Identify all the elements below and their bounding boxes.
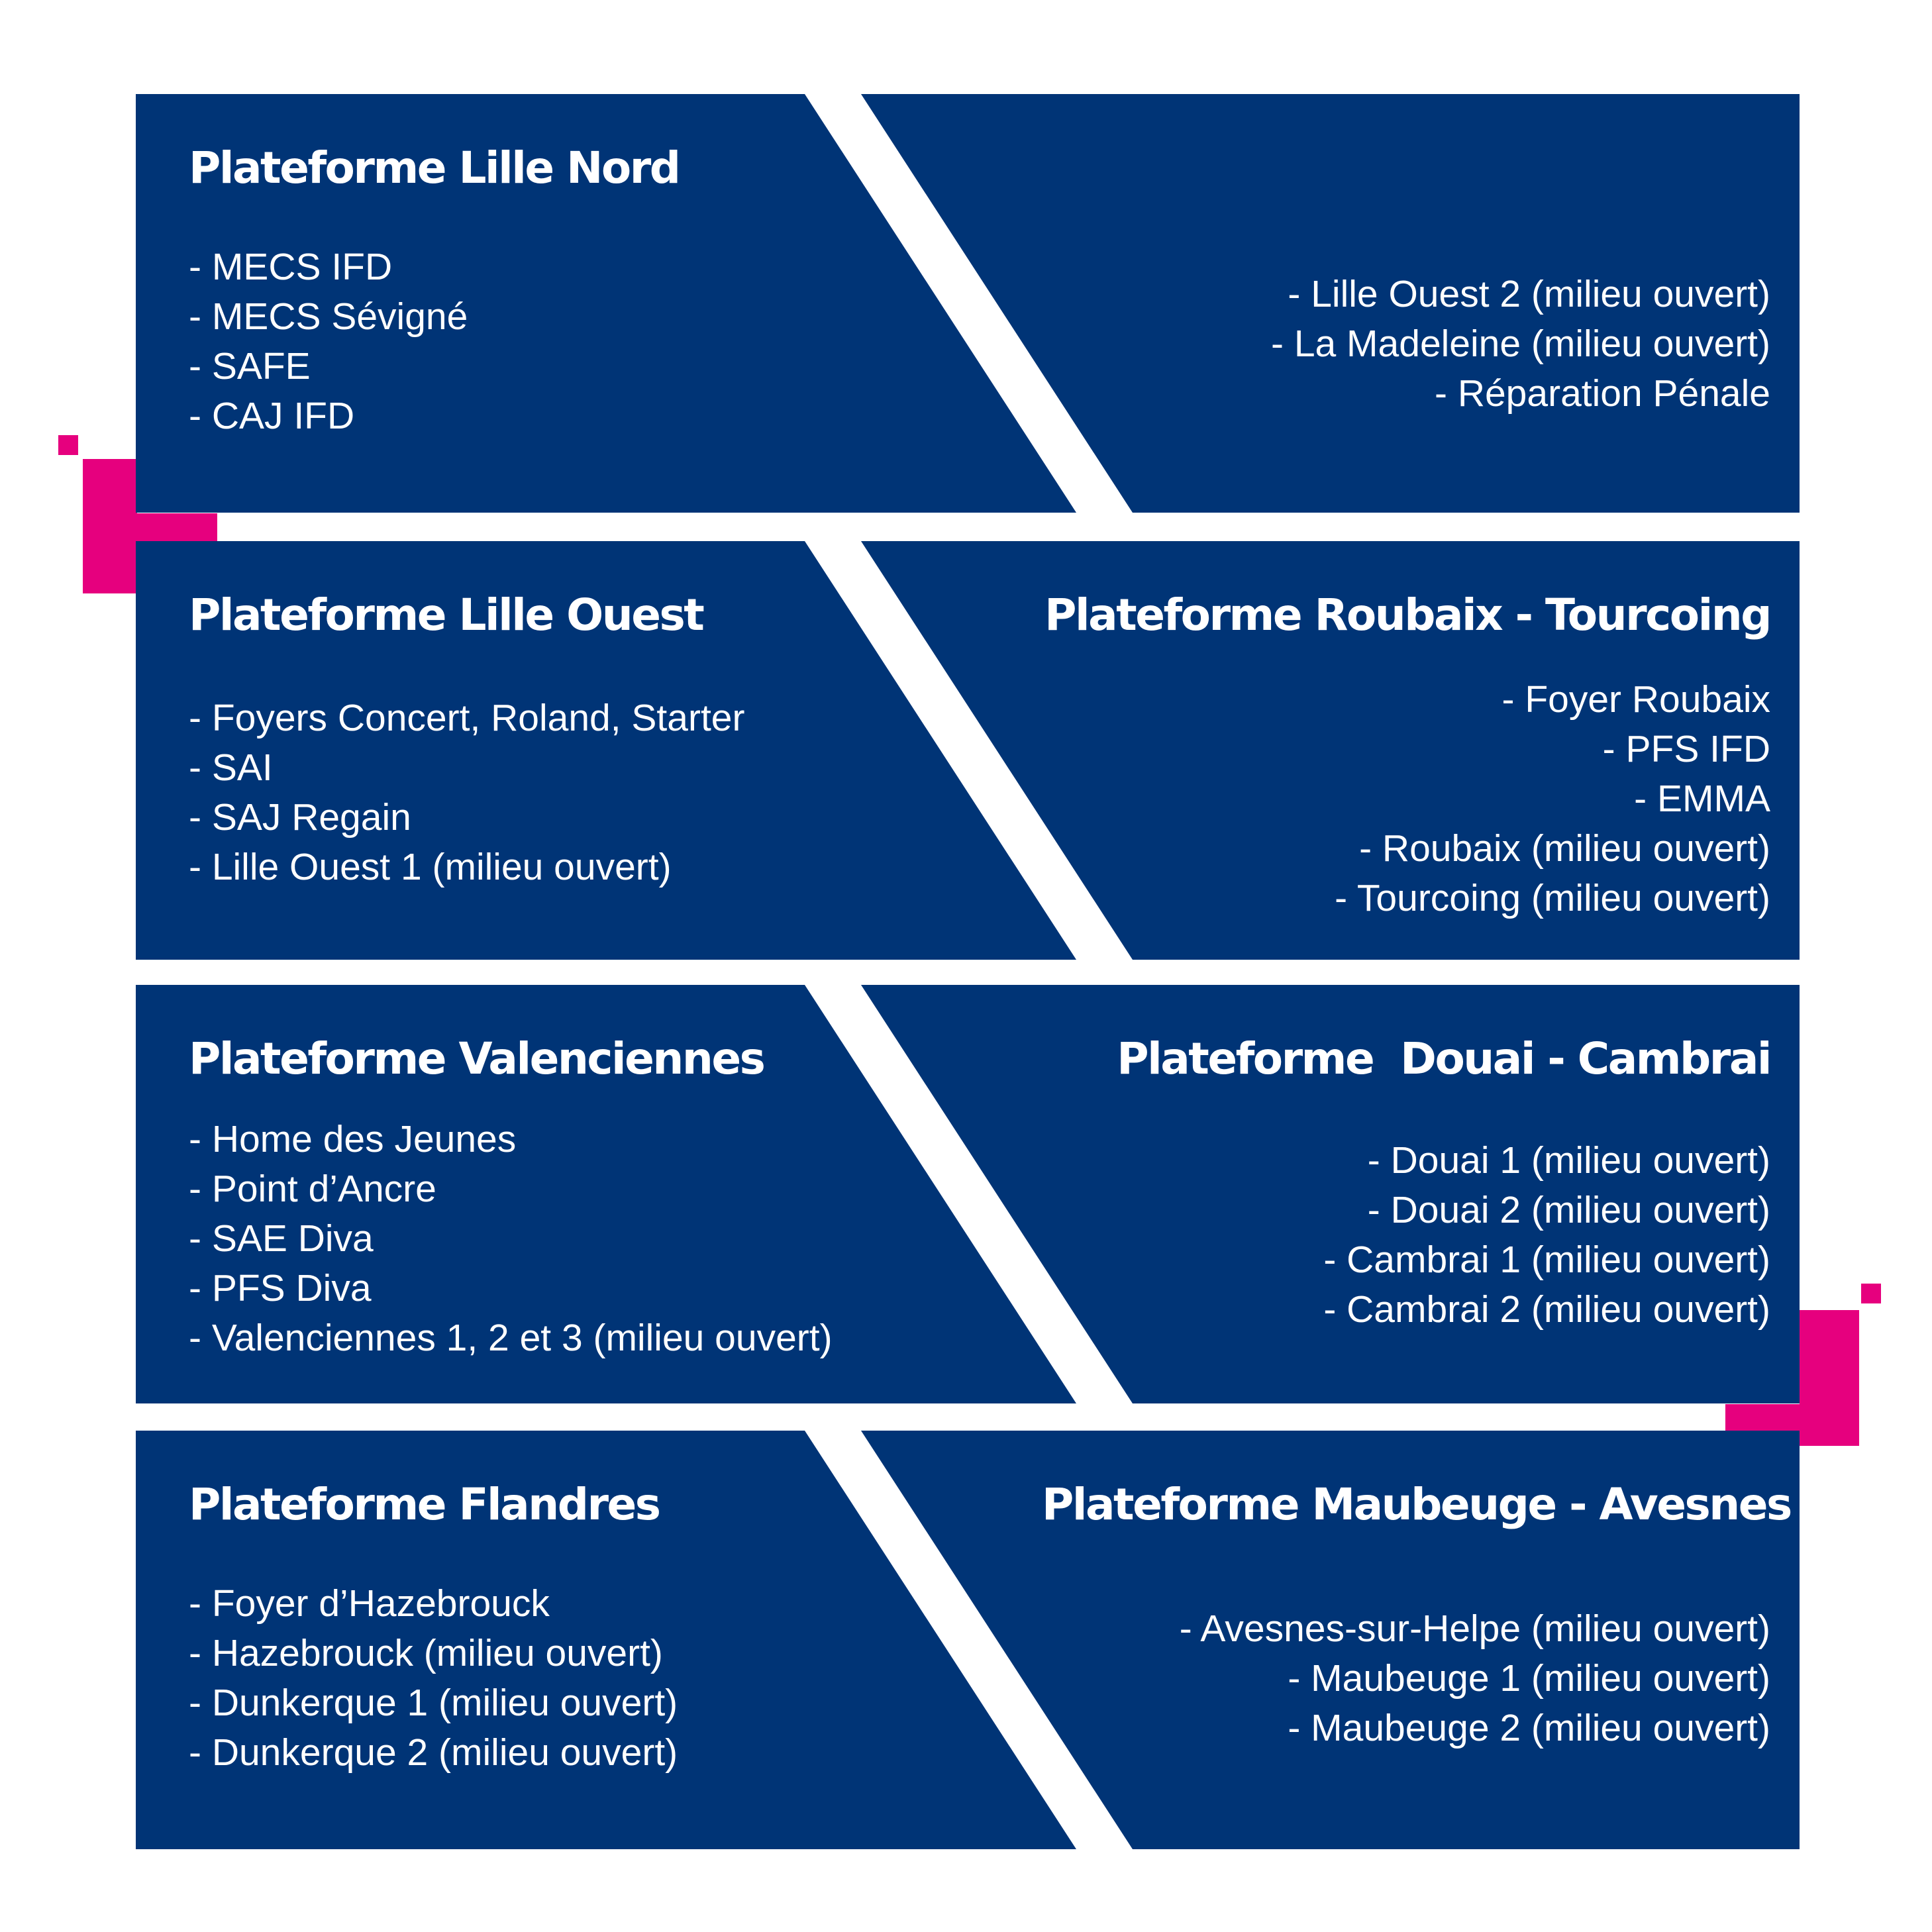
list-item: - Réparation Pénale xyxy=(1435,372,1770,415)
panel-title: Plateforme Maubeuge - Avesnes xyxy=(1042,1479,1792,1530)
list-item: - SAE Diva xyxy=(189,1217,374,1260)
panel-maubeuge-avesnes: Plateforme Maubeuge - Avesnes - Avesnes-… xyxy=(861,1431,1800,1849)
list-item: - Home des Jeunes xyxy=(189,1118,517,1160)
list-item: - Foyer d’Hazebrouck xyxy=(189,1582,550,1625)
list-item: - Douai 1 (milieu ouvert) xyxy=(1367,1139,1770,1182)
list-item: - Lille Ouest 1 (milieu ouvert) xyxy=(189,846,672,888)
list-item: - SAJ Regain xyxy=(189,796,411,839)
list-item: - La Madeleine (milieu ouvert) xyxy=(1271,323,1770,365)
panel-title: Plateforme Douai - Cambrai xyxy=(1117,1033,1772,1084)
list-item: - Dunkerque 1 (milieu ouvert) xyxy=(189,1682,678,1724)
panel-title: Plateforme Lille Nord xyxy=(189,142,681,193)
panel-list: - MECS IFD - MECS Sévigné - SAFE - CAJ I… xyxy=(189,242,917,441)
list-item: - Maubeuge 2 (milieu ouvert) xyxy=(1288,1707,1770,1749)
list-item: - Avesnes-sur-Helpe (milieu ouvert) xyxy=(1179,1607,1770,1650)
pink-square-small-right xyxy=(1861,1284,1881,1303)
list-item: - Dunkerque 2 (milieu ouvert) xyxy=(189,1731,678,1774)
list-item: - Hazebrouck (milieu ouvert) xyxy=(189,1632,663,1674)
list-item: - CAJ IFD xyxy=(189,395,355,437)
list-item: - SAFE xyxy=(189,345,311,387)
list-item: - Roubaix (milieu ouvert) xyxy=(1359,827,1770,870)
panel-list: - Douai 1 (milieu ouvert) - Douai 2 (mil… xyxy=(1042,1136,1770,1335)
list-item: - Cambrai 1 (milieu ouvert) xyxy=(1323,1239,1770,1281)
panel-title: Plateforme Lille Ouest xyxy=(189,589,705,640)
panel-title: Plateforme Valenciennes xyxy=(189,1033,766,1084)
panel-title: Plateforme Roubaix - Tourcoing xyxy=(1044,589,1772,640)
panel-list: - Lille Ouest 2 (milieu ouvert) - La Mad… xyxy=(1042,270,1770,419)
list-item: - MECS IFD xyxy=(189,246,393,288)
panel-list: - Foyer d’Hazebrouck - Hazebrouck (milie… xyxy=(189,1579,917,1778)
list-item: - Foyer Roubaix xyxy=(1501,678,1771,721)
panel-list: - Avesnes-sur-Helpe (milieu ouvert) - Ma… xyxy=(1042,1604,1770,1753)
list-item: - MECS Sévigné xyxy=(189,295,468,338)
list-item: - Lille Ouest 2 (milieu ouvert) xyxy=(1288,273,1770,315)
list-item: - Maubeuge 1 (milieu ouvert) xyxy=(1288,1657,1770,1700)
panel-douai-cambrai: Plateforme Douai - Cambrai - Douai 1 (mi… xyxy=(861,985,1800,1403)
list-item: - PFS Diva xyxy=(189,1267,372,1309)
pink-block-left-horizontal xyxy=(83,513,217,541)
list-item: - SAI xyxy=(189,746,273,789)
list-item: - Foyers Concert, Roland, Starter xyxy=(189,697,745,739)
panel-list: - Foyer Roubaix - PFS IFD - EMMA - Rouba… xyxy=(1042,675,1770,923)
list-item: - Tourcoing (milieu ouvert) xyxy=(1335,877,1770,919)
list-item: - Point d’Ancre xyxy=(189,1168,436,1210)
panel-list: - Foyers Concert, Roland, Starter - SAI … xyxy=(189,693,917,892)
list-item: - EMMA xyxy=(1634,778,1770,820)
panel-title: Plateforme Flandres xyxy=(189,1479,661,1530)
list-item: - PFS IFD xyxy=(1602,728,1770,770)
list-item: - Cambrai 2 (milieu ouvert) xyxy=(1323,1288,1770,1331)
list-item: - Douai 2 (milieu ouvert) xyxy=(1367,1189,1770,1231)
pink-square-small-top-left xyxy=(58,435,78,455)
panel-list: - Home des Jeunes - Point d’Ancre - SAE … xyxy=(189,1115,917,1363)
list-item: - Valenciennes 1, 2 et 3 (milieu ouvert) xyxy=(189,1317,833,1359)
